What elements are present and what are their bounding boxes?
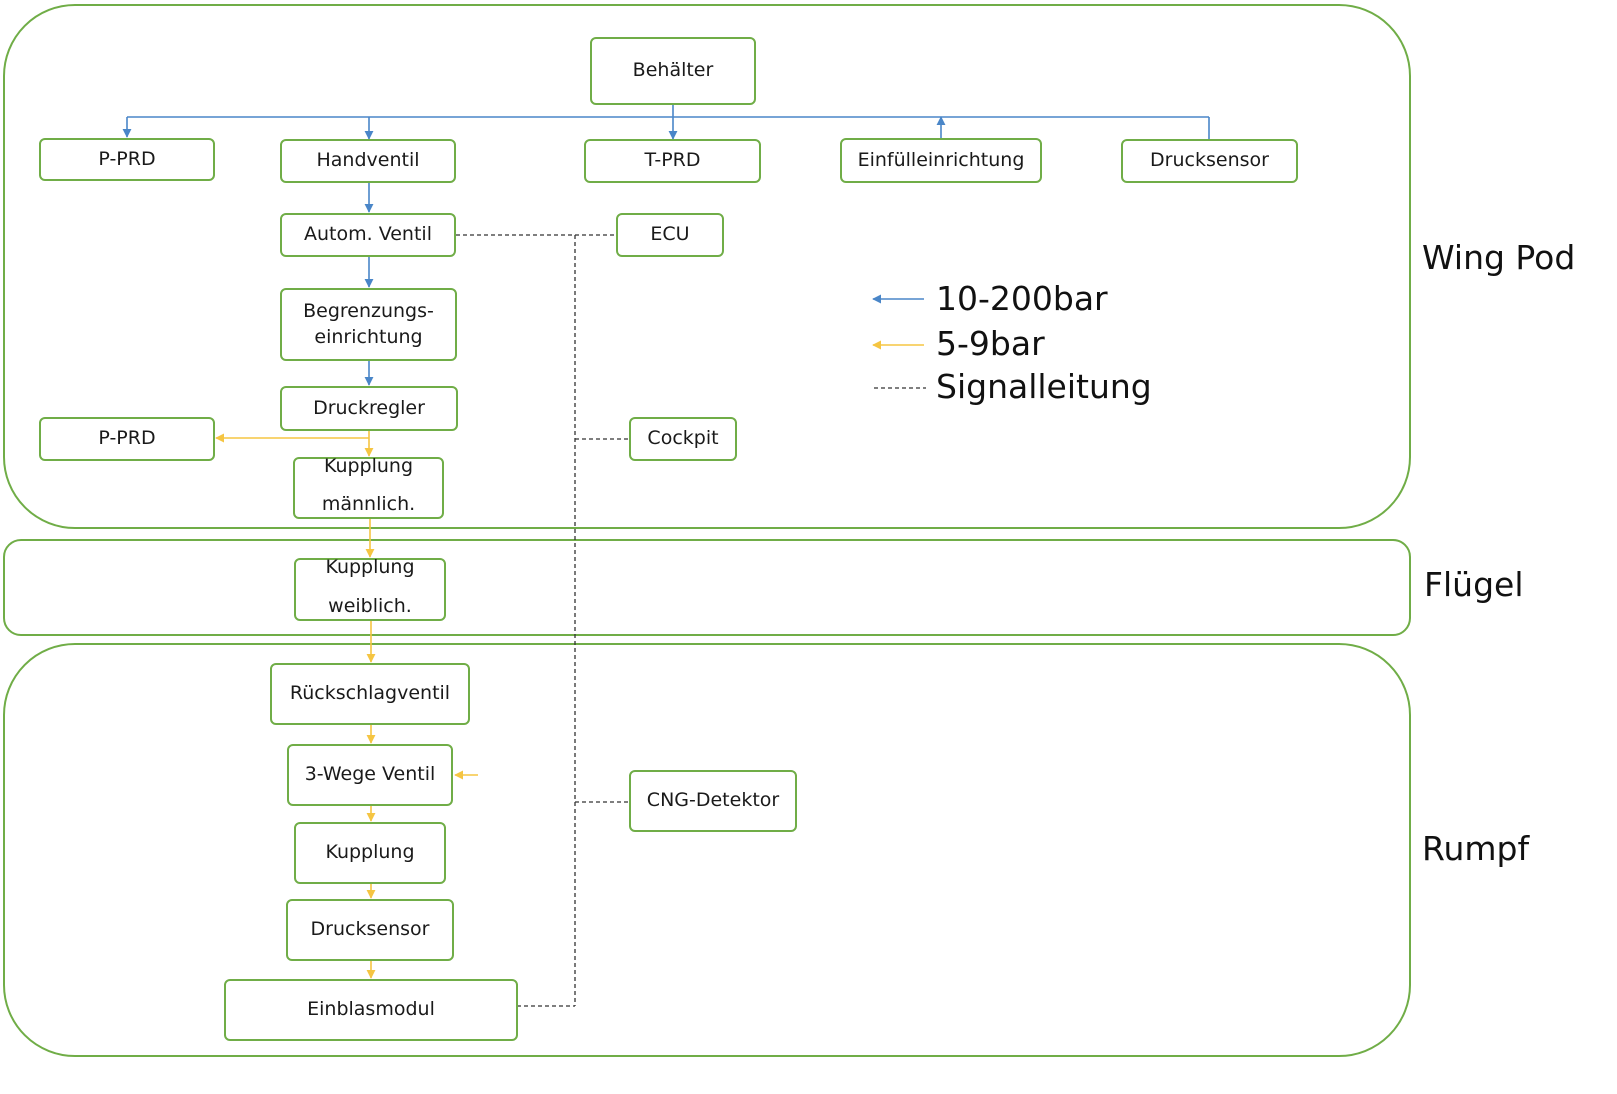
high-pressure-lines <box>122 104 1210 386</box>
legend-low-pressure-label: 5-9bar <box>936 324 1045 363</box>
node-kupplung-w-line1: Kupplung <box>325 556 415 578</box>
node-begrenzung-line2: einrichtung <box>314 325 423 348</box>
signal-lines <box>456 234 628 1007</box>
low-pressure-lines <box>215 430 478 979</box>
node-handventil: Handventil <box>280 139 456 183</box>
node-ecu-label: ECU <box>650 223 690 246</box>
region-rumpf <box>3 643 1411 1057</box>
region-label-wing-pod: Wing Pod <box>1422 238 1576 277</box>
node-rueckschlagventil-label: Rückschlagventil <box>289 682 451 705</box>
node-handventil-label: Handventil <box>316 149 420 172</box>
node-begrenzung-line1: Begrenzungs- <box>303 299 434 322</box>
node-p-prd-top: P-PRD <box>39 138 215 181</box>
node-cockpit: Cockpit <box>629 417 737 461</box>
node-einblasmodul: Einblasmodul <box>224 979 518 1041</box>
node-3-wege-ventil: 3-Wege Ventil <box>287 744 453 806</box>
node-kupplung-m-line2: männlich. <box>321 493 416 516</box>
node-drucksensor-top-label: Drucksensor <box>1150 149 1269 172</box>
node-behaelter-label: Behälter <box>632 59 714 82</box>
node-autom-ventil: Autom. Ventil <box>280 213 456 257</box>
node-behaelter: Behälter <box>590 37 756 105</box>
node-p-prd-top-label: P-PRD <box>98 147 156 170</box>
node-drucksensor-bottom-label: Drucksensor <box>310 918 430 941</box>
node-autom-ventil-label: Autom. Ventil <box>304 223 432 246</box>
legend-signal-label: Signalleitung <box>936 367 1152 406</box>
node-kupplung-weiblich: Kupplung weiblich. <box>294 556 446 621</box>
node-cockpit-label: Cockpit <box>647 427 719 450</box>
node-t-prd-label: T-PRD <box>644 149 701 172</box>
node-einfuelleinrichtung: Einfülleinrichtung <box>840 138 1042 183</box>
region-label-fluegel: Flügel <box>1424 565 1524 604</box>
legend-symbols <box>872 294 926 389</box>
node-druckregler-label: Druckregler <box>313 396 425 419</box>
legend-high-pressure-label: 10-200bar <box>936 279 1108 318</box>
node-p-prd-mid: P-PRD <box>39 417 215 461</box>
node-t-prd: T-PRD <box>584 139 761 183</box>
node-3-wege-ventil-label: 3-Wege Ventil <box>304 763 436 786</box>
node-begrenzungseinrichtung: Begrenzungs- einrichtung <box>280 288 457 361</box>
node-kupplung-w-line2: weiblich. <box>328 595 412 618</box>
node-druckregler: Druckregler <box>280 386 458 431</box>
node-cng-detektor-label: CNG-Detektor <box>646 789 780 812</box>
node-rueckschlagventil: Rückschlagventil <box>270 663 470 725</box>
node-kupplung-label: Kupplung <box>325 841 415 864</box>
node-cng-detektor: CNG-Detektor <box>629 770 797 832</box>
node-kupplung-m-line1: Kupplung <box>323 455 414 477</box>
node-drucksensor-bottom: Drucksensor <box>286 899 454 961</box>
node-einblasmodul-label: Einblasmodul <box>307 998 435 1021</box>
region-fluegel <box>3 539 1411 636</box>
node-kupplung-maennlich: Kupplung männlich. <box>293 455 444 519</box>
region-label-rumpf: Rumpf <box>1422 829 1530 868</box>
node-p-prd-mid-label: P-PRD <box>98 427 156 450</box>
node-ecu: ECU <box>616 213 724 257</box>
node-einfuelleinrichtung-label: Einfülleinrichtung <box>857 148 1025 171</box>
node-drucksensor-top: Drucksensor <box>1121 139 1298 183</box>
node-kupplung: Kupplung <box>294 822 446 884</box>
region-wing-pod <box>3 4 1411 529</box>
